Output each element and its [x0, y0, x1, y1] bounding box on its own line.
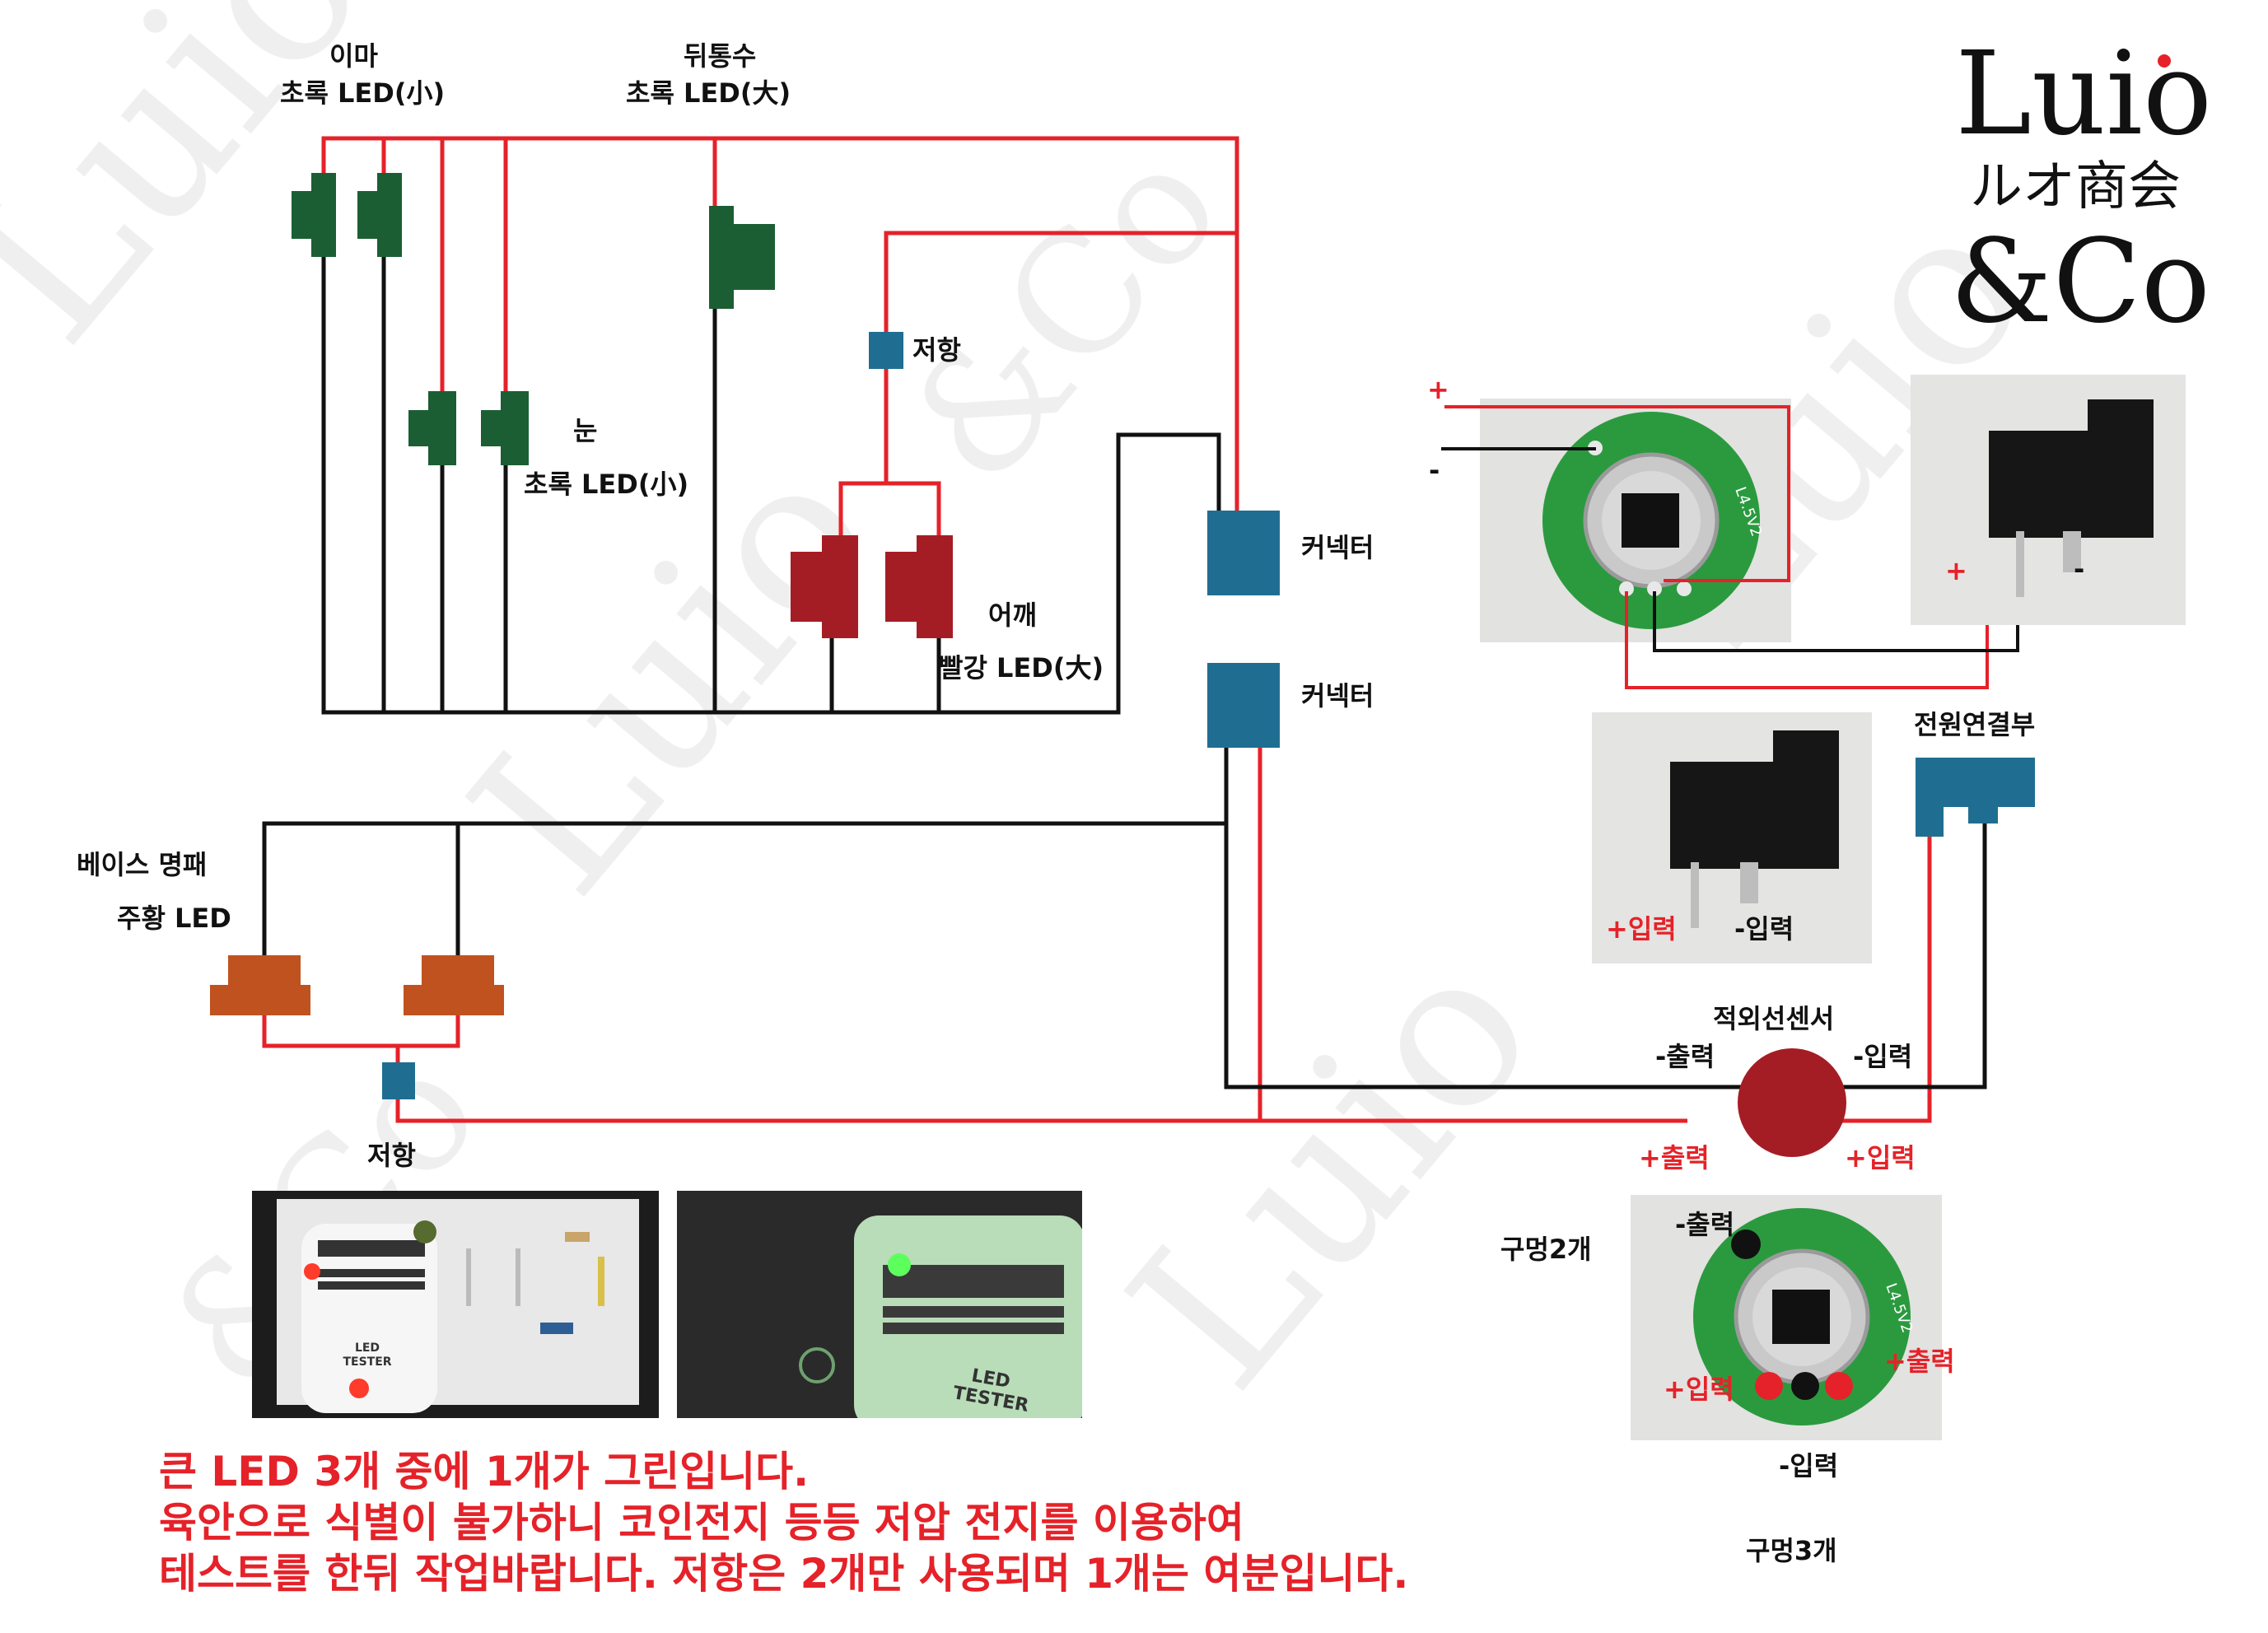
note-line-2: 육안으로 식별이 불가하니 코인전지 등등 저압 전지를 이용하여 — [159, 1499, 1244, 1547]
shoulder-led-2 — [885, 535, 953, 638]
power-title: 전원연결부 — [1914, 709, 2036, 740]
power-connector — [1916, 758, 2035, 837]
sensor-out-minus-label: -출력 — [1655, 1041, 1715, 1072]
pcb-plus-label: + — [1427, 374, 1449, 405]
logo-name: Luio — [1955, 27, 2213, 161]
ir-sensor-label: 적외선센서 — [1713, 1003, 1835, 1034]
base-title: 베이스 명패 — [77, 849, 208, 880]
eye-led-1 — [408, 391, 456, 465]
back-led — [709, 206, 775, 309]
connector-2 — [1207, 663, 1280, 748]
jack-photo-mid — [1592, 712, 1872, 963]
base-led-1 — [210, 955, 310, 1015]
sensor-in-minus-label: -입력 — [1853, 1041, 1913, 1072]
pcb-photo: L4.5V2 — [1480, 399, 1791, 642]
jack-minus-label: - — [2074, 553, 2085, 585]
note-line-1: 큰 LED 3개 중에 1개가 그린입니다. — [159, 1448, 810, 1495]
ir-sensor — [1738, 1048, 1846, 1157]
note-line-3: 테스트를 한뒤 작업바랍니다. 저항은 2개만 사용되며 1개는 여분입니다. — [159, 1550, 1409, 1598]
jack-in-minus-label: -입력 — [1734, 913, 1794, 945]
pcb-photo-bottom: L4.5V2 — [1631, 1195, 1942, 1440]
svg-text:Luio: Luio — [1084, 907, 1581, 1433]
resistor-bottom — [382, 1062, 415, 1099]
eye-led-label: 초록 LED(小) — [524, 469, 689, 500]
sensor-in-plus-label: +입력 — [1845, 1142, 1916, 1173]
tester-title-1: LED — [355, 1341, 380, 1355]
jack-in-plus-label: +입력 — [1606, 913, 1677, 945]
connector-2-label: 커넥터 — [1301, 680, 1374, 712]
forehead-title: 이마 — [329, 40, 378, 72]
resistor-top — [869, 332, 903, 369]
jack-plus-label: + — [1945, 555, 1967, 586]
pcb-out-plus-label: +출력 — [1884, 1346, 1955, 1377]
led-tester-photo-2: LED TESTER — [677, 1191, 1082, 1418]
jack-photo-top — [1911, 375, 2186, 625]
connector-1-label: 커넥터 — [1301, 532, 1374, 563]
resistor-bottom-label: 저항 — [367, 1140, 416, 1171]
forehead-led-label: 초록 LED(小) — [280, 77, 446, 109]
forehead-led-1 — [292, 173, 336, 257]
logo-dot — [2158, 54, 2171, 68]
back-led-label: 초록 LED(大) — [626, 77, 791, 109]
resistor-top-label: 저항 — [912, 334, 961, 366]
sensor-out-plus-label: +출력 — [1639, 1142, 1710, 1173]
pcb-out-minus-label: -출력 — [1675, 1209, 1735, 1240]
back-title: 뒤통수 — [684, 40, 757, 72]
eye-led-2 — [481, 391, 529, 465]
forehead-led-2 — [357, 173, 402, 257]
pcb-in-plus-label: +입력 — [1664, 1374, 1734, 1405]
eye-title: 눈 — [573, 415, 598, 446]
connector-1 — [1207, 511, 1280, 595]
shoulder-led-label: 빨강 LED(大) — [939, 652, 1104, 684]
holes3-label: 구멍3개 — [1746, 1535, 1837, 1566]
logo-suffix: &Co — [1950, 215, 2211, 349]
svg-text:&Co: &Co — [871, 111, 1258, 520]
led-tester-photo-1: LED TESTER — [252, 1191, 659, 1418]
logo-katakana: ルオ商会 — [1970, 156, 2181, 217]
base-led-2 — [404, 955, 504, 1015]
holes2-label: 구멍2개 — [1500, 1234, 1592, 1265]
tester-title-1b: TESTER — [343, 1355, 391, 1369]
pcb-in-minus-label: -입력 — [1779, 1450, 1839, 1481]
shoulder-title: 어깨 — [988, 600, 1037, 631]
pcb-drawing: L4.5V2 — [1542, 412, 1765, 629]
base-led-label: 주황 LED — [117, 903, 231, 934]
pcb-minus-label: - — [1429, 455, 1440, 486]
shoulder-led-1 — [791, 535, 858, 638]
